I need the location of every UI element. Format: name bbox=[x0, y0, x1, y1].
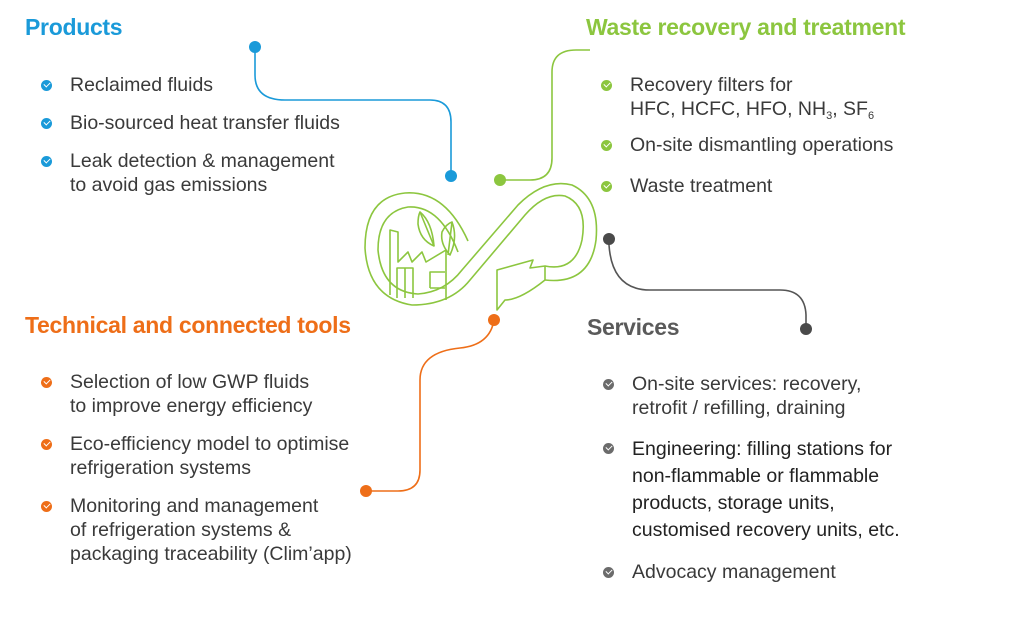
list-item: Bio-sourced heat transfer fluids bbox=[25, 111, 405, 135]
check-circle-icon bbox=[601, 140, 612, 151]
connector-dot bbox=[800, 323, 812, 335]
connector-dot bbox=[603, 233, 615, 245]
check-circle-icon bbox=[41, 439, 52, 450]
list-item: Advocacy management bbox=[587, 560, 1007, 584]
list-item: Reclaimed fluids bbox=[25, 73, 405, 97]
check-circle-icon bbox=[41, 80, 52, 91]
products-connector bbox=[249, 41, 457, 182]
check-circle-icon bbox=[603, 379, 614, 390]
services-connector bbox=[603, 233, 812, 335]
list-item: Monitoring and management of refrigerati… bbox=[25, 494, 425, 566]
check-circle-icon bbox=[41, 118, 52, 129]
check-circle-icon bbox=[41, 377, 52, 388]
list-item: Eco-efficiency model to optimise refrige… bbox=[25, 432, 425, 480]
list-item: Leak detection & management to avoid gas… bbox=[25, 149, 405, 197]
list-item: Recovery filters for HFC, HCFC, HFO, NH3… bbox=[585, 73, 985, 122]
list-item: On-site dismantling operations bbox=[585, 133, 985, 157]
connector-dot bbox=[488, 314, 500, 326]
check-circle-icon bbox=[41, 156, 52, 167]
waste-heading: Waste recovery and treatment bbox=[586, 14, 906, 40]
check-circle-icon bbox=[601, 80, 612, 91]
services-list: On-site services: recovery, retrofit / r… bbox=[587, 372, 1007, 584]
connector-dot bbox=[445, 170, 457, 182]
services-heading: Services bbox=[587, 314, 680, 340]
list-item: Selection of low GWP fluids to improve e… bbox=[25, 370, 425, 418]
tools-connector bbox=[360, 314, 500, 497]
list-item: Waste treatment bbox=[585, 174, 985, 198]
products-heading: Products bbox=[25, 14, 123, 40]
check-circle-icon bbox=[603, 567, 614, 578]
connector-dot bbox=[360, 485, 372, 497]
tools-list: Selection of low GWP fluids to improve e… bbox=[25, 370, 425, 566]
check-circle-icon bbox=[603, 443, 614, 454]
check-circle-icon bbox=[601, 181, 612, 192]
check-circle-icon bbox=[41, 501, 52, 512]
list-item: Engineering: filling stations for non-fl… bbox=[587, 436, 1007, 544]
products-list: Reclaimed fluids Bio-sourced heat transf… bbox=[25, 73, 405, 197]
tools-heading: Technical and connected tools bbox=[25, 312, 351, 338]
waste-list: Recovery filters for HFC, HCFC, HFO, NH3… bbox=[585, 73, 985, 198]
waste-connector bbox=[494, 49, 590, 186]
connector-dot bbox=[249, 41, 261, 53]
connector-dot bbox=[494, 174, 506, 186]
circular-economy-infinity-icon bbox=[364, 182, 598, 311]
list-item: On-site services: recovery, retrofit / r… bbox=[587, 372, 1007, 420]
